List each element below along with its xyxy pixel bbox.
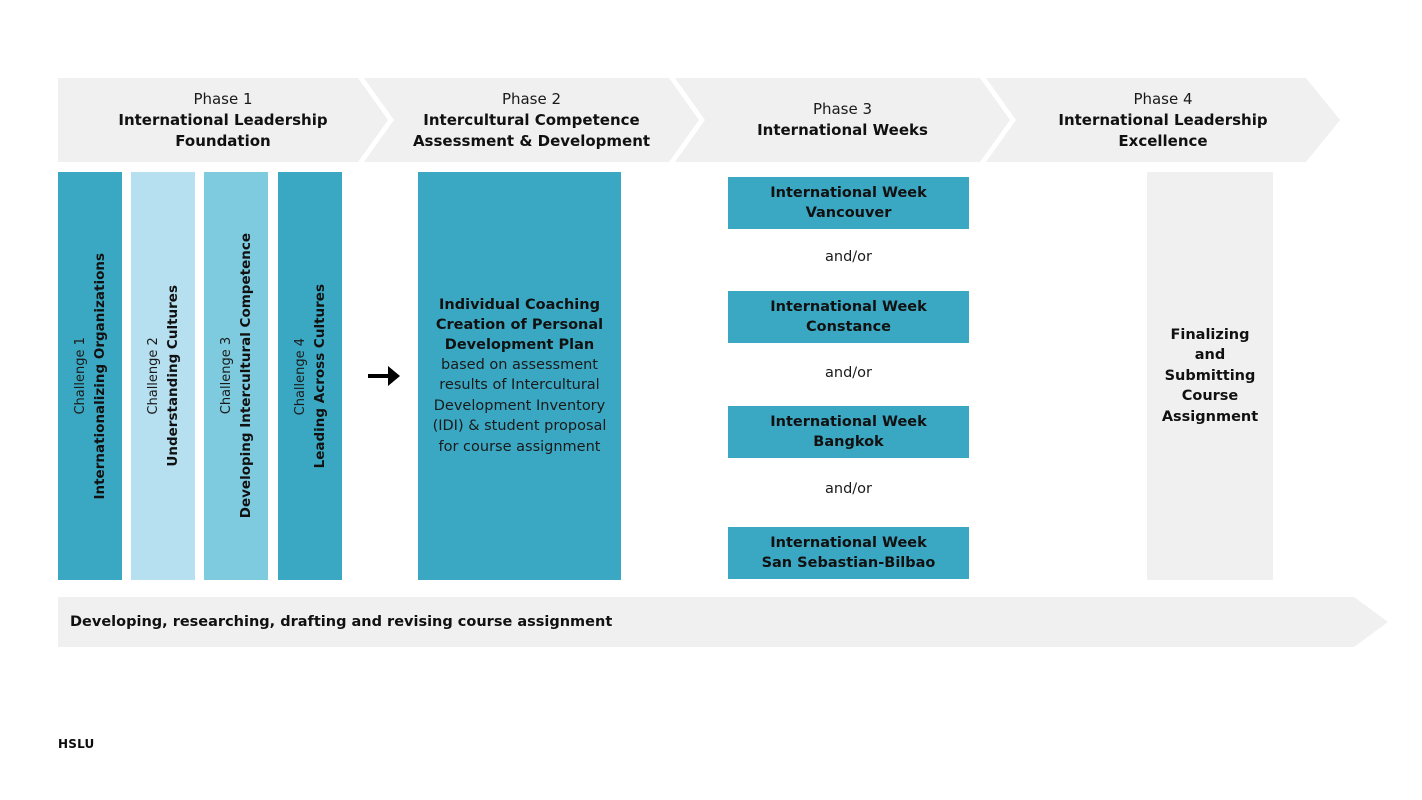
phase-4-content-block[interactable]: Finalizing and Submitting Course Assignm… xyxy=(1147,172,1273,580)
phase-header-4[interactable]: Phase 4 International Leadership Excelle… xyxy=(986,78,1340,162)
challenge-3-number: Challenge 3 xyxy=(218,337,234,415)
hslu-logo: HSLU xyxy=(58,737,95,751)
phase-2-heading-line-1: Individual Coaching xyxy=(439,296,600,313)
international-week-box-vancouver[interactable]: International Week Vancouver xyxy=(728,177,969,229)
phase-4-line-4: Course xyxy=(1181,388,1239,405)
international-week-box-san-sebastian-bilbao[interactable]: International Week San Sebastian-Bilbao xyxy=(728,527,969,579)
connector-label-2: and/or xyxy=(825,365,872,381)
flow-arrow-container xyxy=(362,357,406,395)
challenge-4-number: Challenge 4 xyxy=(292,337,308,415)
week-bangkok-line-2: Bangkok xyxy=(813,434,884,450)
international-week-box-bangkok[interactable]: International Week Bangkok xyxy=(728,406,969,458)
bottom-banner-label: Developing, researching, drafting and re… xyxy=(70,614,613,630)
challenge-bar-1[interactable]: Challenge 1 Internationalizing Organizat… xyxy=(58,172,122,580)
challenge-bar-1-text: Challenge 1 Internationalizing Organizat… xyxy=(71,253,110,500)
phase-4-line-5: Assignment xyxy=(1161,408,1259,425)
phase-2-body-text: based on assessment results of Intercult… xyxy=(432,356,607,455)
international-week-box-constance[interactable]: International Week Constance xyxy=(728,291,969,343)
phase-4-line-2: and xyxy=(1194,347,1226,364)
week-san-sebastian-line-1: International Week xyxy=(770,535,927,551)
challenge-bar-3-text: Challenge 3 Developing Intercultural Com… xyxy=(217,233,256,518)
connector-label-1: and/or xyxy=(825,249,872,265)
challenge-1-number: Challenge 1 xyxy=(72,337,88,415)
phase-2-heading-line-3: Development Plan xyxy=(444,336,595,353)
phase-2-number: Phase 2 xyxy=(501,89,562,108)
challenge-2-number: Challenge 2 xyxy=(145,337,161,415)
phase-2-title: Intercultural Competence Assessment & De… xyxy=(412,110,651,150)
phase-4-title: International Leadership Excellence xyxy=(1058,110,1268,150)
arrow-right-icon xyxy=(368,366,400,386)
week-bangkok-line-1: International Week xyxy=(770,414,927,430)
phase-header-3[interactable]: Phase 3 International Weeks xyxy=(675,78,1010,162)
diagram-content: Challenge 1 Internationalizing Organizat… xyxy=(0,172,1422,582)
international-weeks-group: International Week Vancouver and/or Inte… xyxy=(728,172,969,580)
week-vancouver-line-1: International Week xyxy=(770,185,927,201)
phase-header-2[interactable]: Phase 2 Intercultural Competence Assessm… xyxy=(364,78,699,162)
bottom-banner[interactable]: Developing, researching, drafting and re… xyxy=(58,597,1388,647)
challenge-bar-2[interactable]: Challenge 2 Understanding Cultures xyxy=(131,172,195,580)
phase-2-heading-line-2: Creation of Personal xyxy=(435,316,604,333)
challenge-bar-4-text: Challenge 4 Leading Across Cultures xyxy=(291,284,330,468)
week-constance-line-1: International Week xyxy=(770,299,927,315)
phase-1-number: Phase 1 xyxy=(193,89,253,108)
week-vancouver-line-2: Vancouver xyxy=(805,205,892,221)
challenge-2-name: Understanding Cultures xyxy=(164,285,181,467)
challenge-bar-2-text: Challenge 2 Understanding Cultures xyxy=(144,285,183,467)
phase-3-number: Phase 3 xyxy=(812,100,873,118)
challenge-bar-3[interactable]: Challenge 3 Developing Intercultural Com… xyxy=(204,172,268,580)
phase-header-1[interactable]: Phase 1 International Leadership Foundat… xyxy=(58,78,388,162)
phase-2-content-block[interactable]: Individual Coaching Creation of Personal… xyxy=(418,172,621,580)
challenge-3-name: Developing Intercultural Competence xyxy=(237,233,254,519)
phase-3-title: International Weeks xyxy=(757,121,928,139)
phase-1-title: International Leadership Foundation xyxy=(118,110,328,150)
challenge-4-name: Leading Across Cultures xyxy=(311,283,328,469)
phase-4-line-1: Finalizing xyxy=(1170,326,1250,343)
week-san-sebastian-line-2: San Sebastian-Bilbao xyxy=(761,555,936,571)
phase-4-content-inner: Finalizing and Submitting Course Assignm… xyxy=(1154,325,1266,428)
challenge-bar-4[interactable]: Challenge 4 Leading Across Cultures xyxy=(278,172,342,580)
phase-4-line-3: Submitting xyxy=(1164,367,1256,384)
week-constance-line-2: Constance xyxy=(805,319,892,335)
phase-header-band: Phase 1 International Leadership Foundat… xyxy=(58,78,1388,162)
phase-2-content-inner: Individual Coaching Creation of Personal… xyxy=(432,295,608,458)
challenge-1-name: Internationalizing Organizations xyxy=(91,252,108,500)
connector-label-3: and/or xyxy=(825,481,872,497)
phase-4-number: Phase 4 xyxy=(1133,89,1193,108)
